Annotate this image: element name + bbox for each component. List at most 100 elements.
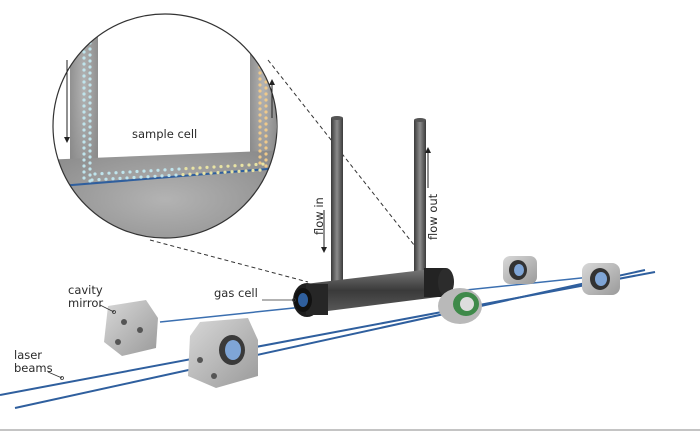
cavity-mirror-leader [99,304,115,313]
green-ring-optic [438,288,482,324]
inset-dot [88,161,92,165]
inset-beam [59,167,277,187]
inset-dot [195,172,199,176]
inset-dot [258,143,262,147]
cavity-mirror-leader-dot [112,310,116,314]
inset-dot [82,32,86,36]
inset-dot [264,80,268,84]
inset-dot [82,134,86,138]
inset-dot [258,107,262,111]
callout-line-lower [149,239,309,283]
inset-dot [264,128,268,132]
inset-dot [251,168,255,173]
inset-dot [264,92,268,96]
inset-dot [88,167,92,171]
inset-dot [90,178,94,182]
inset-dot [223,170,227,174]
laser-beam-2 [14,269,646,409]
mount-small-hole-2 [137,327,143,333]
laser-beams-label-line2: beams [14,361,53,375]
inset-dot [191,166,195,170]
inset-dot [264,68,268,72]
inset-dot [163,168,167,172]
inset-dot [88,29,92,33]
inset-dot [261,162,265,166]
inset-dots-floor [90,162,265,182]
inset-dot [88,23,92,27]
inset-dot [205,165,209,170]
inset-dot [88,149,92,153]
gas-cell-window-glass [298,293,308,307]
inset-dot [82,62,86,66]
inset-dot [135,169,139,174]
cavity-mirror-mount-large [188,318,258,388]
inset-dot [233,164,237,168]
laser-beams-leader-dot [60,376,64,380]
inset-dot [82,20,86,24]
inset-dot [88,77,92,81]
inset-dot [258,101,262,105]
inset-dot [139,175,143,179]
inset-dot [264,98,268,102]
inset-dot [100,171,104,176]
inset-dot [82,104,86,108]
inset-dot [82,98,86,102]
inset-dot [88,173,92,177]
mount-small-body [104,300,158,356]
inset-dot [264,62,268,66]
gas-cell-body [305,268,446,313]
inset-dot [174,173,178,177]
mount-far-1-mirror [514,264,524,276]
inset-dot [258,125,262,129]
inset-dot [230,170,234,174]
inset-dot [88,113,92,117]
inset-dot [82,110,86,114]
inset-dot [88,119,92,123]
inset-dot [198,166,202,170]
inset-dot [82,176,86,180]
inset-dot [82,158,86,162]
inset-dot [160,174,164,178]
inset-dot [82,92,86,96]
inset-dot [82,116,86,120]
inset-dot [146,175,150,179]
inset-dot [114,171,118,175]
mount-far-2-mirror [595,272,607,286]
mount-far-2 [582,263,620,295]
inset-dot [212,165,216,169]
inset-dot [264,104,268,108]
mount-small-hole-3 [115,339,121,345]
inset-dot [88,83,92,87]
inset-dot [258,137,262,141]
inset-dot [264,140,268,144]
inset-dot [156,168,160,172]
inset-dot [88,131,92,135]
inset-dot [88,89,92,93]
inset-dot [88,35,92,39]
inset-dot [258,77,262,81]
mount-far-1 [503,256,537,284]
inset-dot [82,128,86,132]
inset-dot [258,149,262,153]
inset-dot [88,47,92,51]
inset-dot [88,107,92,111]
inset-dot [82,80,86,84]
inset-dot [82,38,86,42]
laser-beams-label-line1: laser [14,348,43,362]
inset-dot [88,53,92,57]
inset-dot [258,95,262,99]
sample-cell-label: sample cell [132,127,198,141]
inset-dot [97,177,101,182]
optic-inner [460,297,474,311]
inset-dot [258,71,262,75]
inset-dot [88,137,92,141]
inset-dot [88,71,92,75]
inset-dot [111,177,115,181]
inset-dot [258,89,262,93]
flow-out-label: flow out [426,193,440,240]
inset-dot [264,134,268,138]
inset-dot [153,174,157,178]
inset-dot [258,155,262,159]
inset-dot [167,173,171,178]
